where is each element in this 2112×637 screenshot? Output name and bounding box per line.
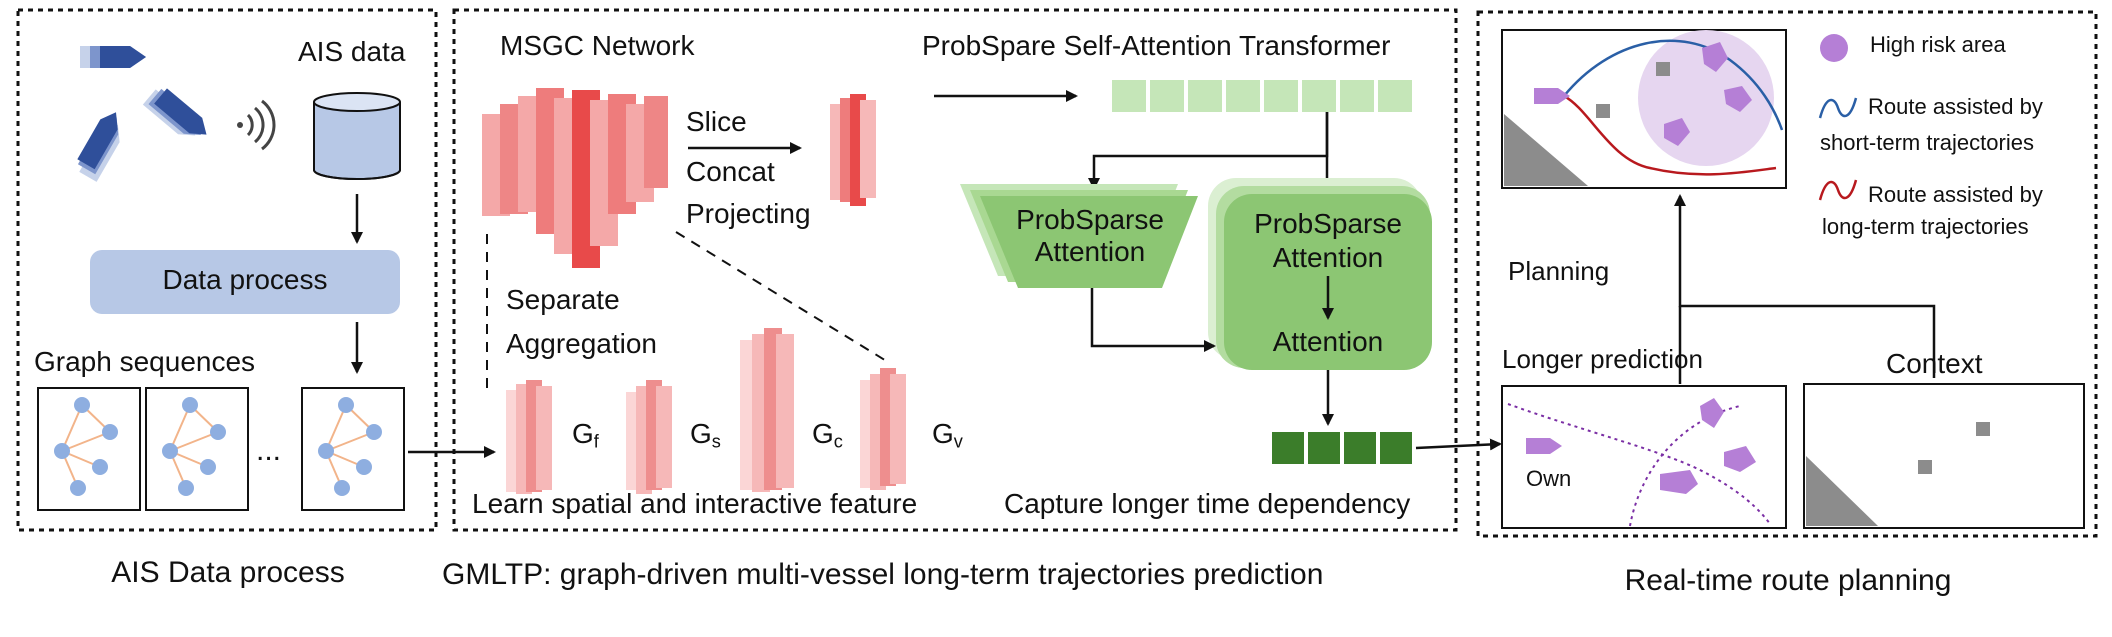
slice-label: Slice bbox=[686, 106, 747, 137]
longer-prediction-label: Longer prediction bbox=[1502, 344, 1703, 374]
concat-label: Concat bbox=[686, 156, 775, 187]
data-process-box bbox=[90, 250, 400, 314]
longer-prediction-map bbox=[1501, 385, 1787, 529]
attention-label: Attention bbox=[1272, 326, 1384, 357]
planning-label: Planning bbox=[1508, 256, 1610, 286]
g-v-label: Gv bbox=[932, 418, 963, 452]
ais-data-label: AIS data bbox=[298, 36, 406, 67]
g-s-feature-icon bbox=[626, 380, 672, 494]
legend-short-label-1: Route assisted by bbox=[1868, 94, 2043, 119]
signal-waves-icon bbox=[237, 99, 276, 151]
graph-ellipsis: ... bbox=[256, 434, 282, 467]
ais-caption: AIS Data process bbox=[111, 556, 345, 589]
legend-long-label-2: long-term trajectories bbox=[1822, 214, 2029, 239]
output-token-sequence bbox=[1272, 432, 1412, 464]
arrow-left-to-right-attn bbox=[1090, 288, 1216, 352]
planning-caption: Real-time route planning bbox=[1624, 564, 1952, 597]
g-c-feature-icon bbox=[740, 328, 794, 492]
arrow-seq-to-left-attn bbox=[1088, 112, 1329, 190]
input-token-sequence bbox=[1112, 80, 1412, 112]
aggregation-label: Aggregation bbox=[506, 328, 658, 359]
left-probsparse-label-2: Attention bbox=[1034, 236, 1146, 267]
planning-panel-border bbox=[1476, 10, 2098, 538]
graph-frame-2 bbox=[145, 387, 249, 511]
right-probsparse-label-2: Attention bbox=[1272, 242, 1384, 273]
legend-long-term-swatch bbox=[1818, 179, 1858, 201]
database-icon bbox=[313, 92, 401, 180]
arrow-to-planning bbox=[1415, 438, 1502, 451]
route-map bbox=[1501, 29, 1787, 189]
context-label: Context bbox=[1886, 348, 1983, 379]
transformer-title: ProbSpare Self-Attention Transformer bbox=[922, 30, 1391, 61]
g-c-label: Gc bbox=[812, 418, 843, 452]
legend-high-risk-swatch bbox=[1820, 34, 1848, 62]
graph-frame-3 bbox=[301, 387, 405, 511]
learn-feature-label: Learn spatial and interactive feature bbox=[472, 488, 918, 519]
graph-sequences-label: Graph sequences bbox=[34, 346, 256, 377]
context-map bbox=[1803, 383, 2085, 529]
g-v-feature-icon bbox=[860, 368, 906, 490]
legend-high-risk-label: High risk area bbox=[1870, 32, 2006, 57]
own-vessel-label: Own bbox=[1526, 466, 1572, 491]
legend-long-label-1: Route assisted by bbox=[1868, 182, 2043, 207]
g-f-label: Gf bbox=[572, 418, 599, 452]
legend-short-label-2: short-term trajectories bbox=[1820, 130, 2034, 155]
graph-frame-1 bbox=[37, 387, 141, 511]
vessel-icon-left bbox=[77, 112, 120, 182]
gmltp-caption: GMLTP: graph-driven multi-vessel long-te… bbox=[442, 558, 1324, 591]
arrow-context-to-map bbox=[1674, 194, 1936, 378]
legend-short-term-swatch bbox=[1818, 97, 1858, 119]
left-probsparse-label-1: ProbSparse bbox=[1016, 204, 1164, 235]
data-process-label: Data process bbox=[162, 264, 328, 295]
msgc-network-label: MSGC Network bbox=[500, 30, 695, 61]
left-probsparse-block bbox=[960, 184, 1198, 288]
vessel-icon-right bbox=[142, 88, 207, 136]
g-f-feature-icon bbox=[506, 380, 552, 494]
slice-dash-line bbox=[675, 231, 889, 363]
right-probsparse-label-1: ProbSparse bbox=[1254, 208, 1402, 239]
vessel-icon-top bbox=[80, 46, 146, 68]
capture-dependency-label: Capture longer time dependency bbox=[1004, 488, 1411, 519]
separate-label: Separate bbox=[506, 284, 620, 315]
sliced-feature-icon bbox=[830, 94, 876, 206]
g-s-label: Gs bbox=[690, 418, 721, 452]
gmltp-panel-border bbox=[452, 8, 1458, 532]
projecting-label: Projecting bbox=[686, 198, 811, 229]
msgc-stack-icon bbox=[482, 88, 668, 268]
